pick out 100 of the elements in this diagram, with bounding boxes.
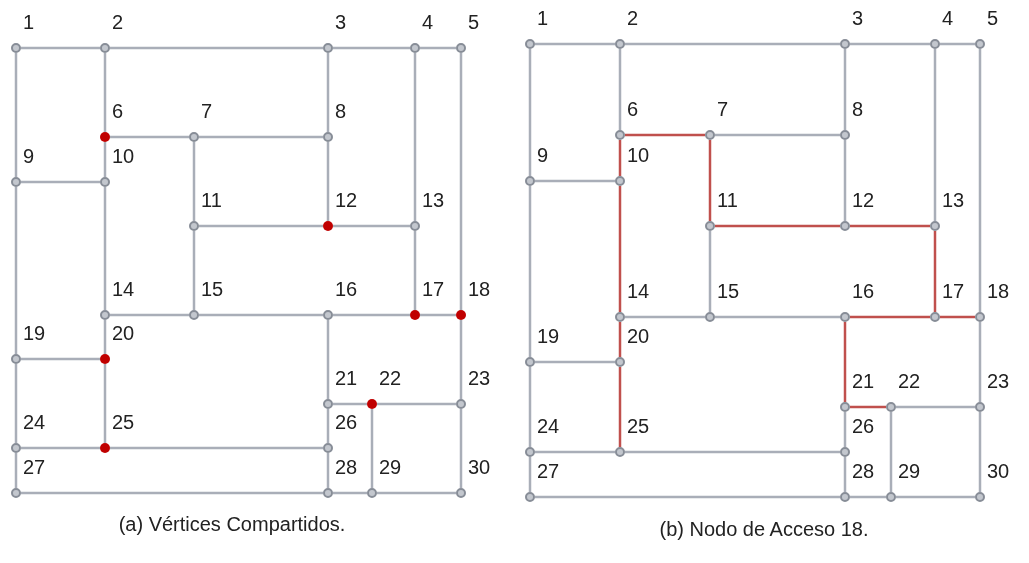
vertex (323, 132, 333, 142)
graph-edge (850, 495, 886, 499)
vertex (100, 310, 110, 320)
vertex-number: 29 (898, 461, 921, 481)
vertex (705, 130, 715, 140)
graph-edge (978, 412, 982, 492)
graph-edge (14, 364, 18, 443)
vertex (930, 312, 940, 322)
vertex-number: 12 (335, 190, 358, 210)
graph-edge (326, 142, 330, 221)
graph-edge (103, 187, 107, 310)
graph-edge (625, 42, 840, 46)
graph-edge (199, 313, 323, 317)
graph-edge (21, 446, 100, 450)
graph-edge (103, 364, 107, 443)
vertex (975, 492, 985, 502)
graph-edge (420, 46, 456, 50)
subfigure-caption: (b) Nodo de Acceso 18. (659, 517, 869, 542)
graph-edge (21, 180, 100, 184)
graph-edge (618, 367, 622, 447)
vertex-number: 1 (537, 8, 549, 28)
graph-edge (459, 320, 463, 399)
vertex (323, 399, 333, 409)
vertex (410, 221, 420, 231)
vertex-number: 20 (627, 326, 650, 346)
graph-edge (377, 402, 456, 406)
vertex-number: 2 (627, 8, 639, 28)
vertex-number: 6 (627, 99, 639, 119)
vertex-number: 15 (717, 281, 740, 301)
vertex-number: 28 (335, 457, 358, 477)
vertex-number: 24 (537, 416, 560, 436)
graph-edge (326, 409, 330, 443)
vertex-number: 18 (468, 279, 491, 299)
vertex-number: 13 (942, 190, 965, 210)
vertex-number: 26 (335, 412, 358, 432)
vertex (525, 176, 535, 186)
graph-edge (110, 446, 323, 450)
vertex (100, 177, 110, 187)
highlighted-vertex (100, 132, 110, 142)
graph-edge (333, 46, 410, 50)
graph-edge (715, 315, 840, 319)
vertex-number: 18 (987, 281, 1010, 301)
graph-edge (708, 140, 712, 221)
graph-edge (459, 409, 463, 488)
vertex (930, 221, 940, 231)
vertex (840, 130, 850, 140)
vertex-number: 19 (23, 323, 46, 343)
vertex-number: 15 (201, 279, 224, 299)
vertex-number: 20 (112, 323, 135, 343)
graph-edge (110, 46, 323, 50)
vertex-number: 12 (852, 190, 875, 210)
highlighted-vertex (100, 443, 110, 453)
graph-edge (21, 491, 323, 495)
vertex (525, 492, 535, 502)
graph-edge (333, 491, 367, 495)
vertex (11, 354, 21, 364)
vertex-number: 28 (852, 461, 875, 481)
graph-edge (850, 405, 886, 409)
vertex (840, 221, 850, 231)
vertex (615, 130, 625, 140)
graph-edge (14, 53, 18, 177)
vertex (975, 39, 985, 49)
graph-edge (103, 142, 107, 177)
graph-edge (625, 133, 705, 137)
vertex-number: 22 (898, 371, 921, 391)
graph-edge (370, 409, 374, 488)
graph-edge (618, 140, 622, 176)
graph-edge (940, 42, 975, 46)
graph-edge (326, 320, 330, 399)
vertex-number: 23 (468, 368, 491, 388)
vertex-number: 29 (379, 457, 402, 477)
graph-edge (933, 49, 937, 221)
subfigure-caption: (a) Vértices Compartidos. (118, 512, 346, 537)
vertex-number: 17 (942, 281, 965, 301)
graph-edge (528, 49, 532, 176)
vertex-number: 8 (335, 101, 347, 121)
graph-edge (889, 412, 893, 492)
graph-edge (21, 357, 100, 361)
vertex-number: 19 (537, 326, 560, 346)
vertex (11, 443, 21, 453)
vertex-number: 2 (112, 12, 124, 32)
graph-edge (420, 313, 456, 317)
highlighted-vertex (367, 399, 377, 409)
vertex-number: 8 (852, 99, 864, 119)
vertex-number: 25 (627, 416, 650, 436)
graph-edge (110, 313, 189, 317)
graph-edge (103, 53, 107, 132)
graph-edge (528, 457, 532, 492)
graph-edge (978, 322, 982, 402)
vertex (323, 310, 333, 320)
graph-edge (103, 320, 107, 354)
graph-edge (333, 402, 367, 406)
vertex-number: 27 (23, 457, 46, 477)
vertex (189, 132, 199, 142)
vertex-number: 11 (717, 190, 738, 210)
vertex (11, 177, 21, 187)
vertex-number: 6 (112, 101, 124, 121)
graph-edge (535, 42, 615, 46)
vertex-number: 21 (335, 368, 358, 388)
vertex-number: 7 (201, 101, 213, 121)
